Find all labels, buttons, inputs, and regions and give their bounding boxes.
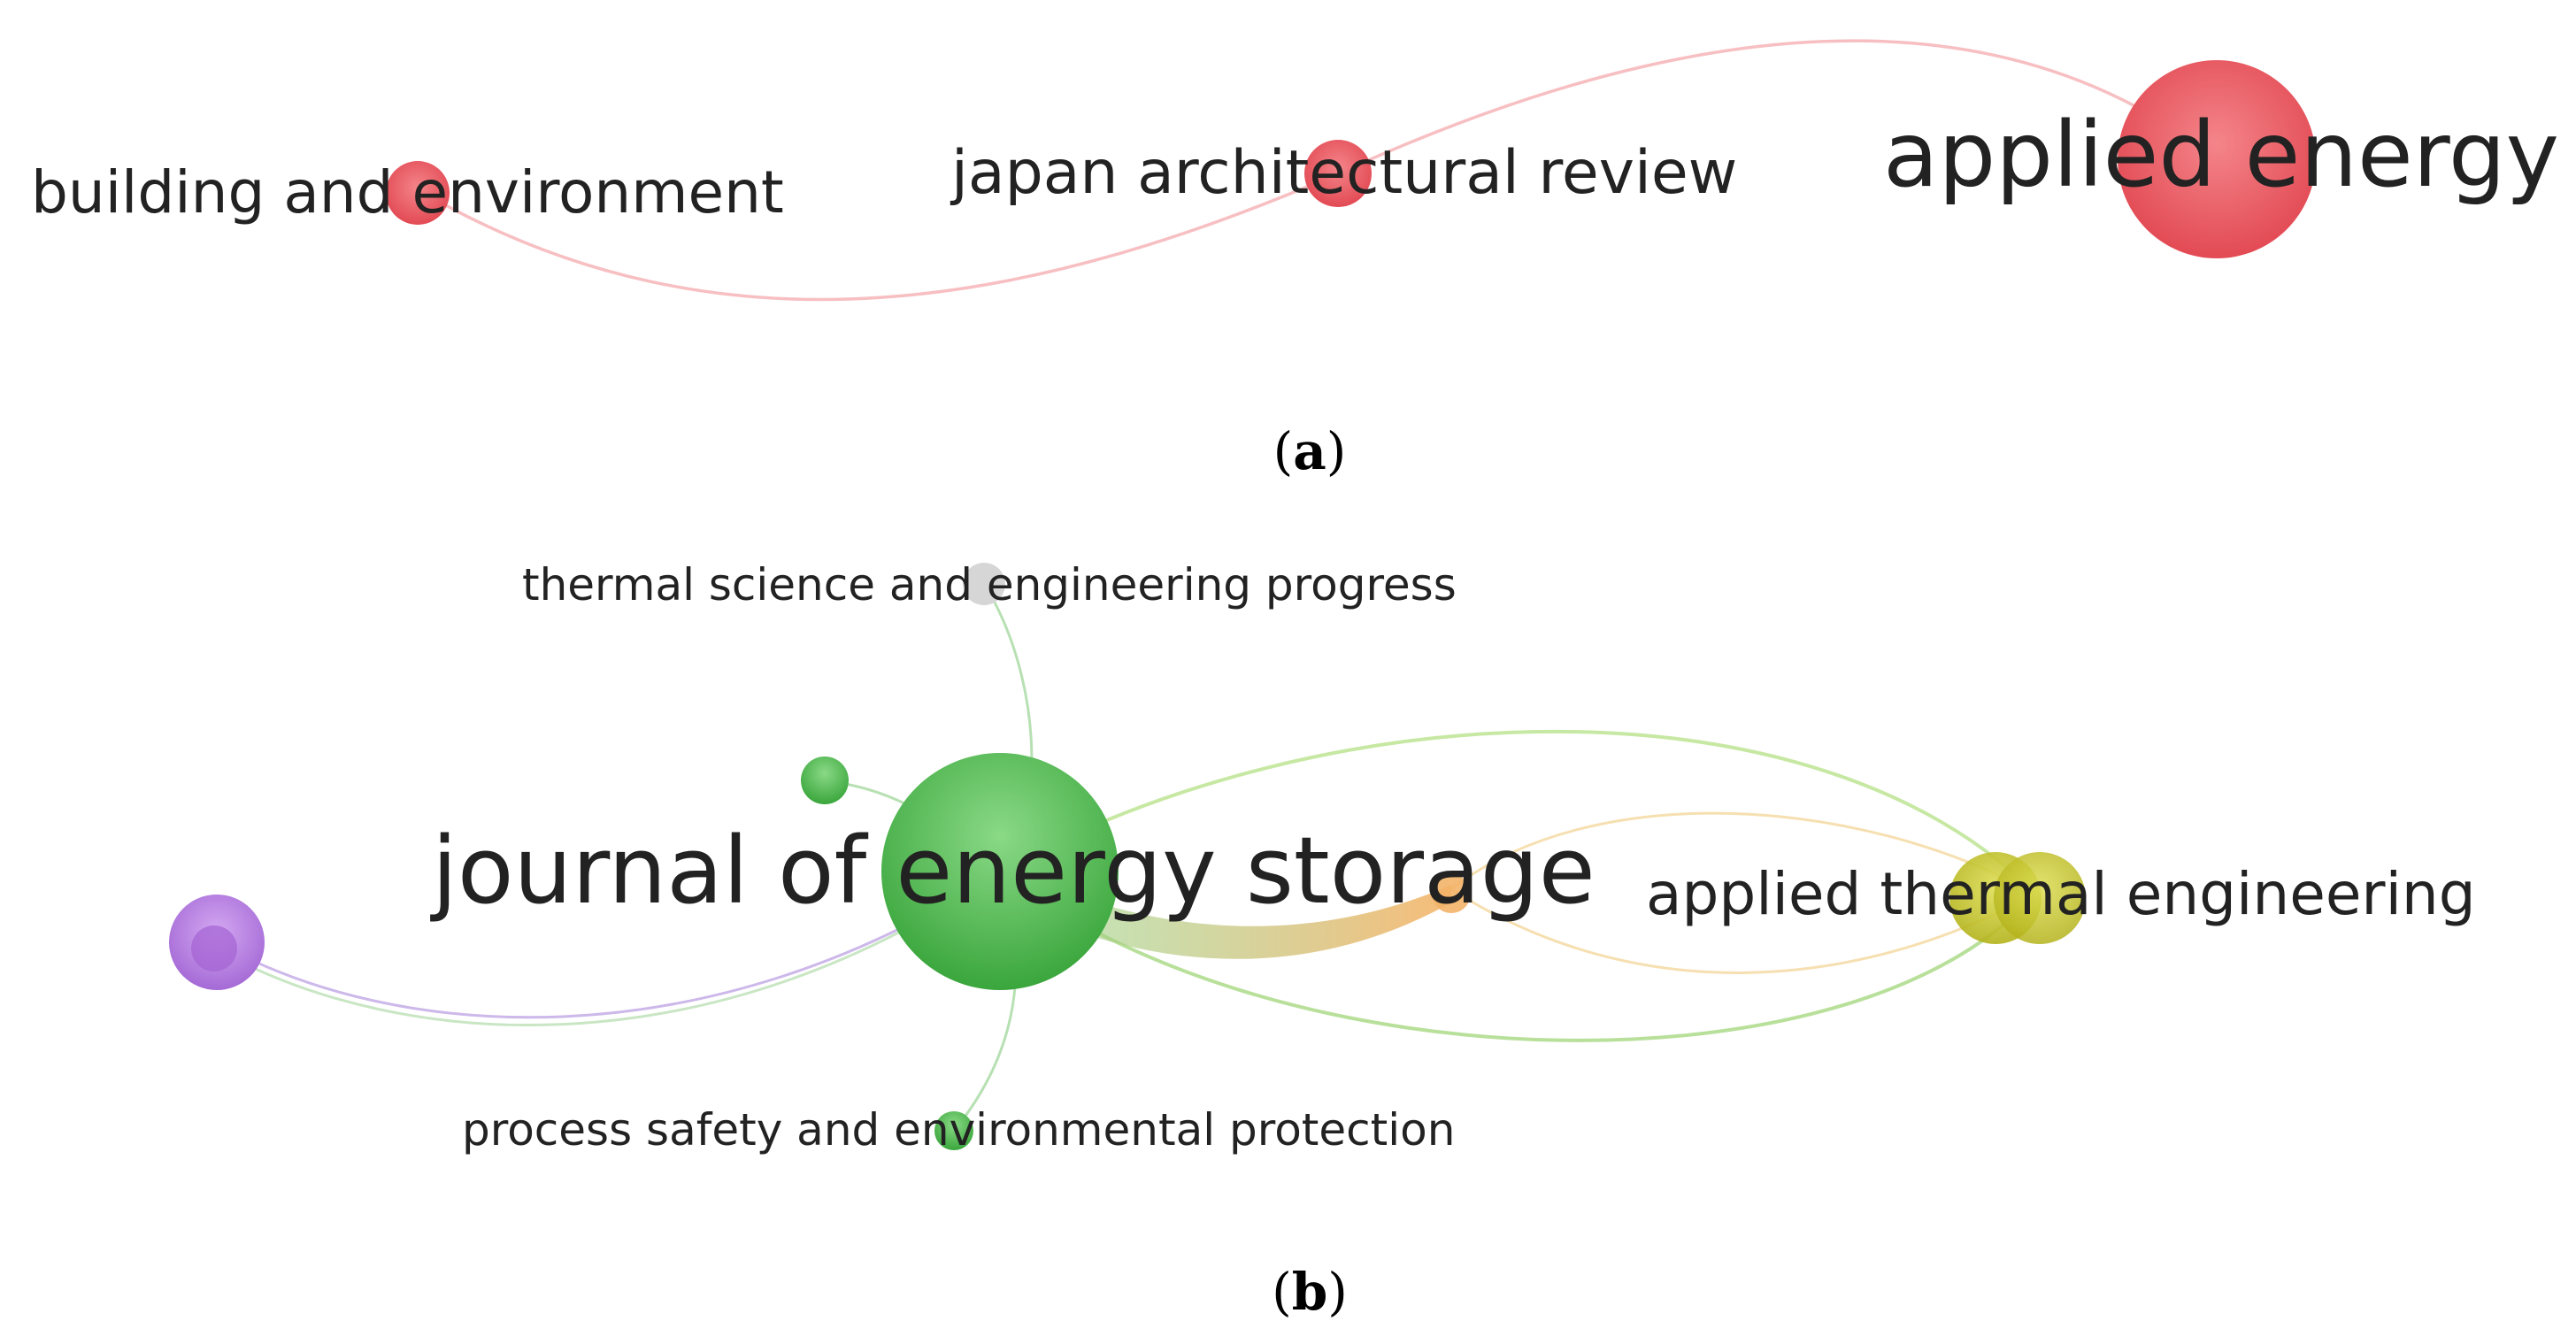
- link-orange-to-thermal-upper: [1450, 811, 2036, 895]
- label-applied-energy: applied energy: [1883, 103, 2559, 208]
- panel-a: building and environment japan architect…: [31, 39, 2559, 481]
- label-building-and-environment: building and environment: [31, 158, 784, 227]
- link-storage-to-thermal-lower: [998, 870, 2037, 1042]
- link-orange-to-thermal-lower: [1450, 887, 2036, 974]
- node-process-safety-and-environmental-protection[interactable]: [934, 1111, 973, 1150]
- node-thermal-science-and-engineering-progress[interactable]: [963, 563, 1005, 605]
- link-storage-to-orange-band: [1009, 867, 1451, 959]
- caption-a: (a): [1273, 421, 1347, 481]
- node-applied-thermal-engineering-2[interactable]: [1994, 852, 2086, 944]
- node-applied-energy[interactable]: [2118, 60, 2316, 258]
- node-small-green[interactable]: [801, 756, 849, 804]
- link-purple-to-storage-2: [216, 870, 1001, 1026]
- panel-b: thermal science and engineering progress…: [169, 559, 2476, 1322]
- caption-b: (b): [1272, 1262, 1348, 1322]
- label-process-safety-and-environmental-protection: process safety and environmental protect…: [462, 1104, 1455, 1156]
- link-purple-to-storage-1: [216, 870, 1001, 1019]
- label-journal-of-energy-storage: journal of energy storage: [430, 817, 1596, 925]
- node-purple-inner: [191, 925, 237, 972]
- label-applied-thermal-engineering: applied thermal engineering: [1646, 860, 2476, 928]
- node-orange[interactable]: [1432, 874, 1471, 913]
- label-japan-architectural-review: japan architectural review: [950, 138, 1737, 208]
- label-thermal-science-and-engineering-progress: thermal science and engineering progress: [522, 559, 1457, 611]
- node-building-and-environment[interactable]: [386, 161, 450, 225]
- node-journal-of-energy-storage[interactable]: [881, 753, 1119, 990]
- node-japan-architectural-review[interactable]: [1304, 140, 1372, 207]
- link-storage-to-thermal-upper: [999, 729, 2037, 895]
